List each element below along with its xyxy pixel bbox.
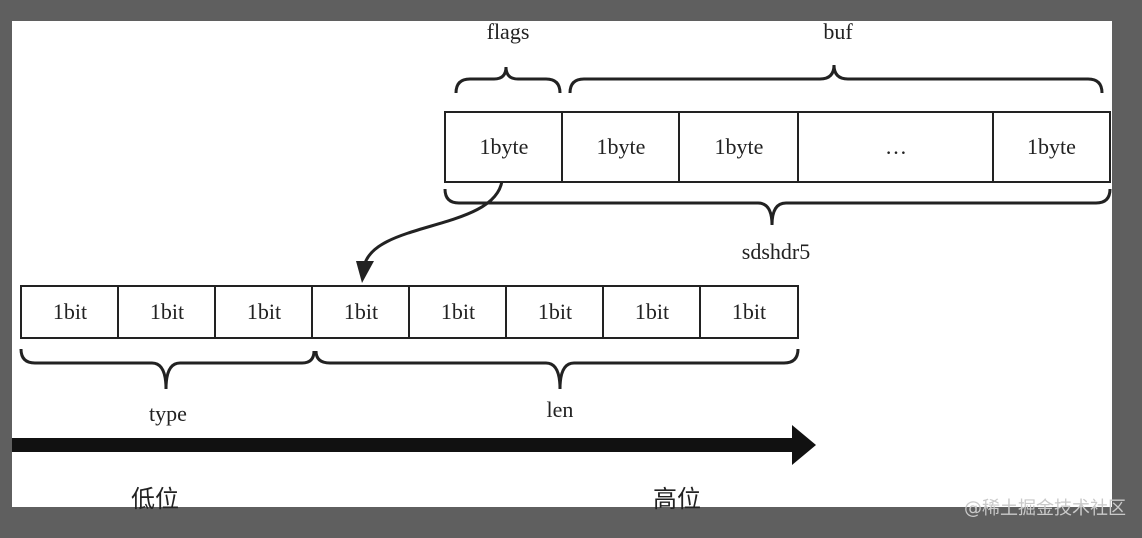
- sdshdr5-brace: [443, 188, 1112, 226]
- bit-cell: 1bit: [311, 285, 411, 339]
- sdshdr5-label: sdshdr5: [741, 239, 811, 264]
- watermark: @稀土掘金技术社区: [964, 498, 1126, 519]
- bit-cell: 1bit: [505, 285, 605, 339]
- bit-cell: 1bit: [117, 285, 217, 339]
- buf-label: buf: [823, 19, 853, 44]
- bit-cell: 1bit: [20, 285, 120, 339]
- flags-label: flags: [486, 19, 530, 44]
- low-bit-label: 低位: [131, 485, 179, 513]
- type-label: type: [149, 401, 187, 426]
- bit-cell: 1bit: [602, 285, 702, 339]
- byte-cell-flags: 1byte: [444, 111, 564, 183]
- type-brace: [19, 348, 316, 390]
- flags-brace: [454, 66, 562, 94]
- high-bit-label: 高位: [653, 485, 701, 513]
- bit-cell: 1bit: [699, 285, 799, 339]
- len-label: len: [546, 397, 574, 422]
- diagram-lines: [12, 64, 1112, 465]
- flags-to-bits-arrow: [362, 180, 504, 268]
- byte-cell: 1byte: [561, 111, 681, 183]
- diagram-canvas: flags buf sdshdr5 type len 低位 高位 1byte 1…: [12, 19, 1112, 513]
- bit-cell: 1bit: [214, 285, 314, 339]
- bit-cell: 1bit: [408, 285, 508, 339]
- len-brace: [314, 348, 800, 390]
- byte-cell-ellipsis: …: [797, 111, 995, 183]
- direction-arrow-head: [792, 425, 816, 465]
- buf-brace: [568, 64, 1104, 94]
- arrow-head: [356, 261, 374, 283]
- byte-cell: 1byte: [678, 111, 800, 183]
- byte-cell: 1byte: [992, 111, 1111, 183]
